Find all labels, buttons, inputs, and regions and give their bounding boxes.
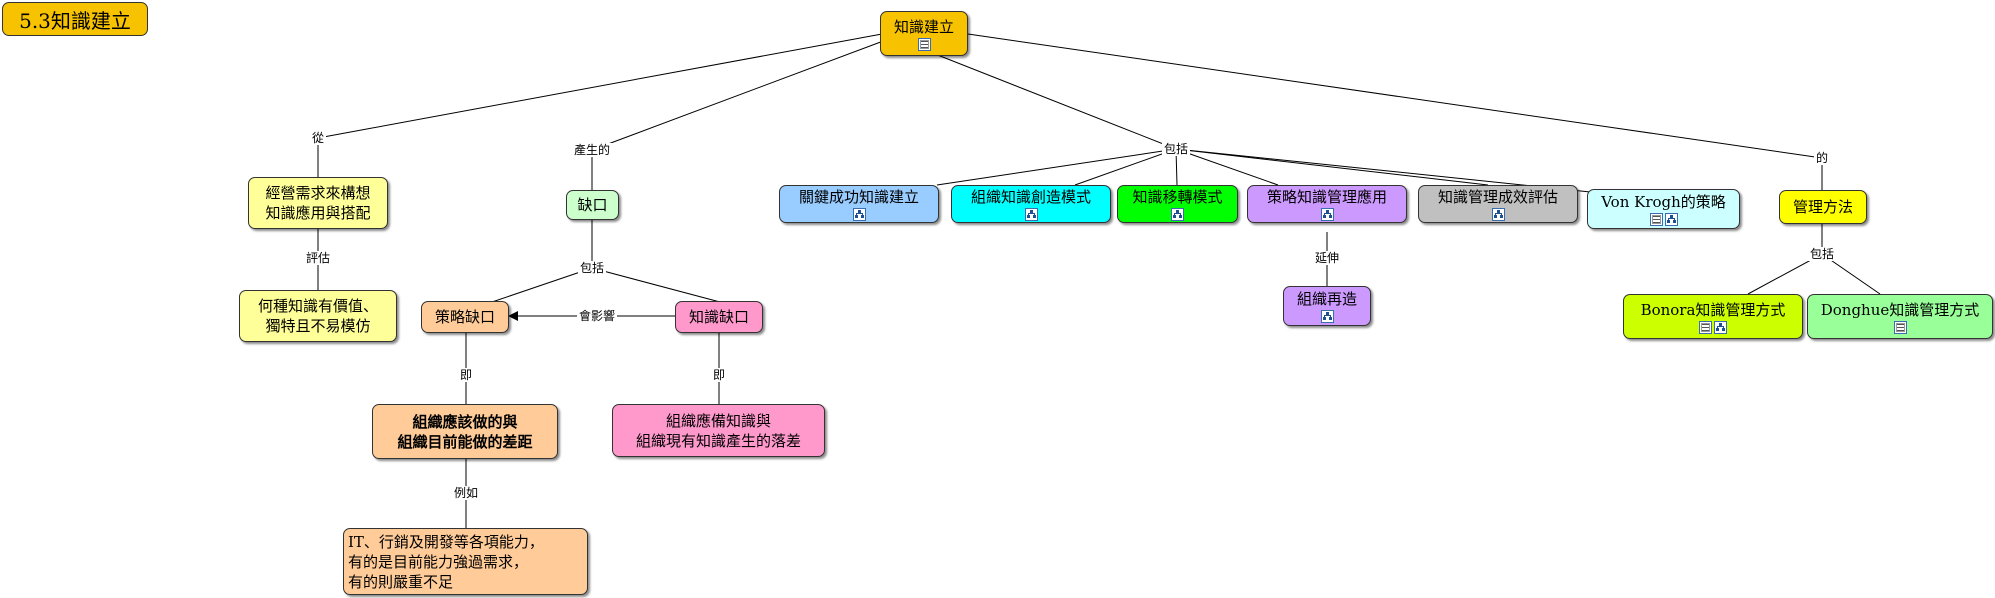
node-knowledge-gap[interactable]: 知識缺口 — [675, 301, 763, 333]
label-namely-strategy: 即 — [457, 368, 475, 382]
node-label: Bonora知識管理方式 — [1640, 300, 1786, 319]
label-of: 的 — [1813, 151, 1831, 165]
link-include-creation — [1074, 148, 1177, 186]
node-management-method[interactable]: 管理方法 — [1779, 190, 1867, 224]
node-km-evaluation[interactable]: 知識管理成效評估 — [1418, 185, 1578, 223]
link-root-include — [929, 51, 1177, 150]
concept-map-icon[interactable] — [1171, 208, 1184, 221]
concept-map-icon[interactable] — [1491, 208, 1505, 221]
label-extend: 延伸 — [1312, 251, 1342, 265]
node-label: 組織知識創造模式 — [970, 188, 1091, 206]
document-icon[interactable] — [1649, 213, 1663, 226]
node-knowledge-building[interactable]: 知識建立 — [880, 11, 968, 56]
label-include-method: 包括 — [1807, 247, 1837, 261]
concept-map-icon[interactable] — [1024, 208, 1038, 221]
label-namely-knowledge: 即 — [710, 368, 728, 382]
page-title: 5.3知識建立 — [2, 2, 148, 36]
node-valuable-knowledge[interactable]: 何種知識有價值、 獨特且不易模仿 — [239, 290, 397, 342]
node-strategy-gap-detail[interactable]: 組織應該做的與 組織目前能做的差距 — [372, 404, 558, 459]
node-label: 缺口 — [577, 196, 608, 214]
document-icon[interactable] — [917, 37, 931, 51]
label-from: 從 — [309, 131, 327, 145]
label-evaluate: 評估 — [303, 251, 333, 265]
node-key-success-knowledge[interactable]: 關鍵成功知識建立 — [779, 185, 939, 223]
node-label: 何種知識有價值、 獨特且不易模仿 — [257, 297, 378, 335]
concept-map-icon[interactable] — [1320, 208, 1334, 221]
node-business-needs[interactable]: 經營需求來構想 知識應用與搭配 — [248, 177, 388, 229]
node-knowledge-creation-model[interactable]: 組織知識創造模式 — [951, 185, 1111, 223]
link-include-strategic — [1175, 148, 1279, 186]
node-label: 知識缺口 — [688, 308, 749, 326]
node-label: 知識建立 — [893, 17, 954, 36]
link-include-knowledge-gap — [591, 267, 721, 303]
node-donghue-km[interactable]: Donghue知識管理方式 — [1807, 294, 1993, 339]
concept-map-icon[interactable] — [1664, 213, 1678, 226]
label-example: 例如 — [451, 486, 481, 500]
node-organization-reengineering[interactable]: 組織再造 — [1283, 286, 1371, 326]
node-von-krogh-strategy[interactable]: Von Krogh的策略 — [1587, 189, 1740, 229]
node-gap[interactable]: 缺口 — [566, 190, 619, 220]
node-label: 策略缺口 — [434, 308, 495, 326]
concept-map-icon[interactable] — [1714, 320, 1727, 334]
node-label: IT、行銷及開發等各項能力， 有的是目前能力強過需求， 有的則嚴重不足 — [348, 532, 544, 591]
node-label: 管理方法 — [1792, 198, 1853, 216]
link-root-from — [317, 33, 883, 139]
concept-map-icon[interactable] — [1320, 310, 1334, 323]
node-label: 組織再造 — [1296, 290, 1357, 308]
node-label: 組織應備知識與 組織現有知識產生的落差 — [635, 411, 801, 450]
node-strategy-gap[interactable]: 策略缺口 — [421, 301, 509, 333]
link-include-ksf — [936, 148, 1177, 186]
document-icon[interactable] — [1699, 320, 1712, 334]
link-include-evaluation — [1175, 148, 1489, 186]
node-label: 組織應該做的與 組織目前能做的差距 — [397, 412, 533, 451]
node-bonora-km[interactable]: Bonora知識管理方式 — [1623, 294, 1803, 339]
node-label: 知識管理成效評估 — [1437, 188, 1558, 206]
link-include-strategy-gap — [491, 267, 593, 303]
node-strategic-km-application[interactable]: 策略知識管理應用 — [1247, 185, 1407, 223]
node-label: 策略知識管理應用 — [1266, 188, 1387, 206]
node-knowledge-gap-detail[interactable]: 組織應備知識與 組織現有知識產生的落差 — [612, 404, 825, 457]
link-root-produce — [591, 39, 887, 151]
label-affect: 會影響 — [576, 309, 618, 323]
node-label: 知識移轉模式 — [1132, 188, 1223, 206]
node-label: Donghue知識管理方式 — [1820, 300, 1980, 319]
link-root-of — [967, 33, 1823, 159]
node-label: 關鍵成功知識建立 — [798, 188, 919, 206]
node-knowledge-transfer-model[interactable]: 知識移轉模式 — [1117, 185, 1238, 223]
node-label: 經營需求來構想 知識應用與搭配 — [265, 184, 371, 222]
label-produce: 產生的 — [571, 143, 613, 157]
node-capability-example[interactable]: IT、行銷及開發等各項能力， 有的是目前能力強過需求， 有的則嚴重不足 — [343, 528, 588, 595]
document-icon[interactable] — [1893, 320, 1907, 334]
label-include-gap: 包括 — [577, 261, 607, 275]
node-label: Von Krogh的策略 — [1601, 193, 1726, 211]
concept-map-icon[interactable] — [852, 208, 866, 221]
label-include-main: 包括 — [1161, 142, 1191, 156]
